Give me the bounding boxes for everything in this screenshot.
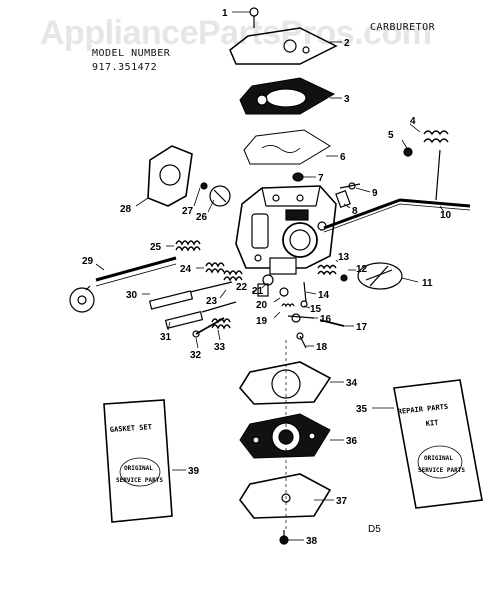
callout-38: 38: [306, 536, 318, 547]
part-31-needle: [164, 301, 237, 329]
part-13-spring: [317, 264, 337, 276]
part-29-throttle-shaft: [69, 256, 177, 313]
callout-18: 18: [316, 342, 328, 353]
part-24-spring: [205, 262, 225, 274]
callout-16: 16: [320, 314, 332, 325]
callout-29: 29: [82, 256, 94, 267]
part-8-bracket: [335, 189, 351, 209]
callout-32: 32: [190, 350, 202, 361]
part-27-screw: [200, 182, 208, 190]
callout-20: 20: [256, 300, 268, 311]
callout-35: 35: [356, 404, 368, 415]
callout-21: 21: [252, 286, 264, 297]
callout-15: 15: [310, 304, 322, 315]
callout-34: 34: [346, 378, 358, 389]
part-14-pin: [303, 281, 307, 303]
part-6-gasket: [243, 129, 331, 165]
callout-10: 10: [440, 210, 452, 221]
part-18-screw: [296, 332, 307, 349]
part-36-diaphragm: [239, 413, 331, 459]
part-25-spring: [175, 240, 201, 252]
repair-kit-title-1: REPAIR PARTS: [397, 403, 448, 416]
carburetor-body: [235, 185, 337, 275]
model-number-value: 917.351472: [92, 62, 158, 73]
card-repair-kit: [393, 379, 483, 509]
part-15-needle: [300, 300, 308, 308]
part-37-cover: [239, 473, 332, 519]
callout-12: 12: [356, 264, 368, 275]
callout-13: 13: [338, 252, 350, 263]
diagram-code: D5: [368, 524, 381, 535]
part-34-gasket: [239, 361, 332, 405]
gasket-set-stamp-2: SERVICE PARTS: [116, 477, 163, 484]
repair-kit-stamp-2: SERVICE PARTS: [418, 467, 465, 474]
part-12-screw: [340, 274, 348, 282]
callout-2: 2: [344, 38, 350, 49]
part-38-screw: [279, 530, 289, 545]
callout-30: 30: [126, 290, 138, 301]
callout-22: 22: [236, 282, 248, 293]
part-26-plate: [209, 185, 231, 207]
callout-7: 7: [318, 173, 324, 184]
callout-9: 9: [372, 188, 378, 199]
part-11-choke-plate: [357, 262, 403, 290]
part-3-diaphragm: [239, 77, 336, 115]
callout-4: 4: [410, 116, 416, 127]
part-28-gasket: [147, 145, 193, 207]
part-9-screw: [339, 182, 361, 190]
callout-31: 31: [160, 332, 172, 343]
callout-11: 11: [422, 278, 433, 289]
callout-36: 36: [346, 436, 358, 447]
part-23-spring: [223, 270, 243, 282]
part-10-lever: [323, 149, 471, 233]
callout-39: 39: [188, 466, 200, 477]
repair-kit-stamp-1: ORIGINAL: [424, 455, 453, 462]
diagram-title: CARBURETOR: [370, 22, 436, 33]
part-5-ball: [403, 147, 413, 157]
card-gasket-set: [103, 399, 173, 523]
part-1-screw: [249, 7, 259, 28]
gasket-set-stamp-1: ORIGINAL: [124, 465, 153, 472]
callout-14: 14: [318, 290, 330, 301]
callout-8: 8: [352, 206, 358, 217]
callout-28: 28: [120, 204, 132, 215]
part-22-block: [257, 283, 269, 297]
part-2-cover: [229, 27, 338, 65]
callout-17: 17: [356, 322, 368, 333]
part-16-lever: [287, 313, 315, 323]
part-30-needle: [148, 281, 233, 310]
leader-lines: [95, 11, 445, 541]
callout-23: 23: [206, 296, 218, 307]
part-4-spring: [423, 130, 449, 144]
callout-19: 19: [256, 316, 268, 327]
part-7-screw: [292, 172, 304, 182]
part-17-pin: [319, 319, 345, 327]
callout-3: 3: [344, 94, 350, 105]
model-number-label: MODEL NUMBER: [92, 48, 171, 59]
callout-33: 33: [214, 342, 226, 353]
callout-24: 24: [180, 264, 192, 275]
part-20-washer: [279, 287, 289, 297]
part-19-spring: [281, 303, 295, 308]
part-33-spring: [211, 318, 231, 330]
callout-26: 26: [196, 212, 208, 223]
callout-6: 6: [340, 152, 346, 163]
gasket-set-title: GASKET SET: [110, 423, 153, 434]
callout-27: 27: [182, 206, 194, 217]
callout-5: 5: [388, 130, 394, 141]
callout-37: 37: [336, 496, 348, 507]
callout-1: 1: [222, 8, 228, 19]
callout-numbers: 1 2 3 4 5 6 7 8 9 10 11 12 13 14 15 16 1…: [82, 8, 452, 547]
repair-kit-title-2: KIT: [425, 419, 438, 428]
callout-25: 25: [150, 242, 162, 253]
